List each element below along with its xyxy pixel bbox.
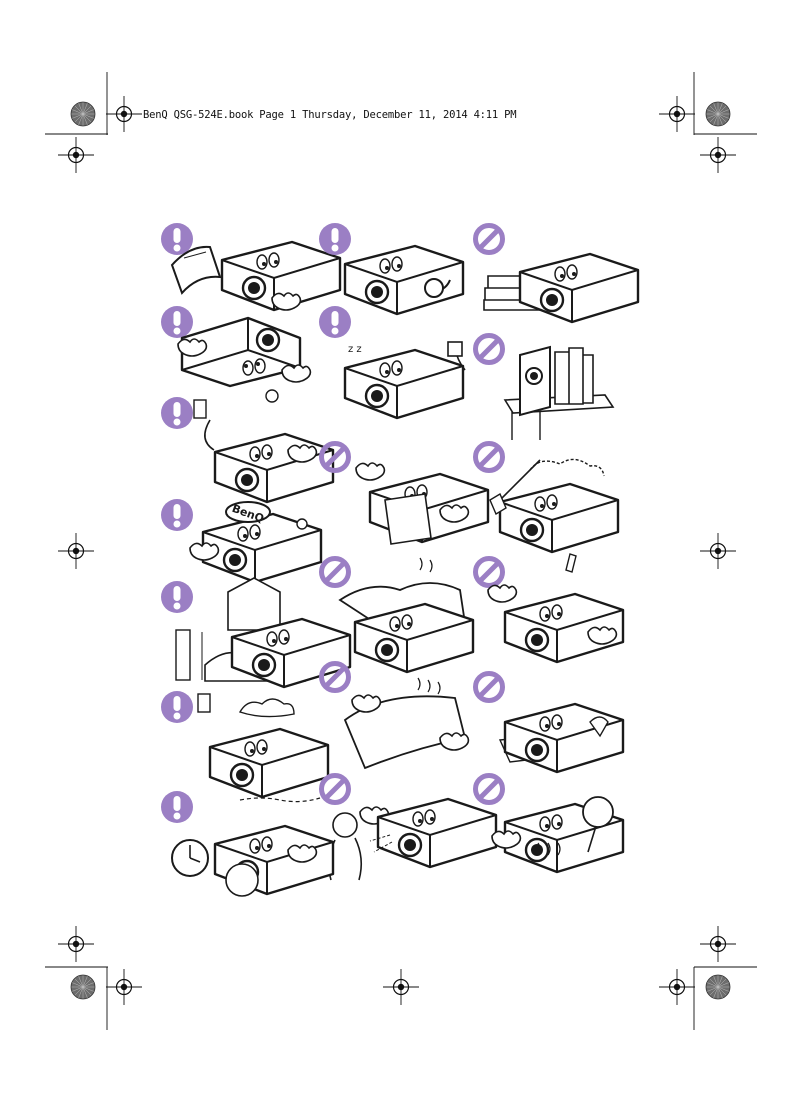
- illustration-projector-pillows: [322, 558, 475, 674]
- illustration-projector-heat: [476, 776, 625, 874]
- illustration-projector-beam-eyes: [322, 776, 498, 881]
- illustration-projector-adapter: z z: [319, 306, 466, 420]
- illustration-projector-cable: [319, 223, 465, 316]
- illustration-projector-on-books: [476, 226, 640, 324]
- illustration-projector-unplug: [161, 397, 335, 504]
- illustration-projector-spill: [476, 553, 625, 664]
- illustration-projector-altitude: [161, 577, 352, 689]
- book-info-header: BenQ QSG-524E.book Page 1 Thursday, Dece…: [143, 109, 517, 121]
- svg-text:z z: z z: [348, 344, 362, 355]
- registration-marks: [57, 95, 737, 1006]
- illustration-projector-plate: [476, 674, 625, 774]
- illustration-projector-on-box: [322, 444, 490, 545]
- illustration-projector-cloud: [161, 691, 330, 803]
- illustration-projector-on-shelf: [476, 336, 615, 440]
- illustration-projector-cloth: [322, 664, 470, 770]
- crop-marks: [45, 72, 757, 1030]
- illustration-projector-manual: [161, 223, 342, 312]
- illustration-projector-clock: [161, 791, 335, 897]
- illustration-projector-upside-down: [161, 306, 312, 403]
- illustration-projector-benq-cap: BenQ: [161, 499, 323, 584]
- illustration-projector-dust: [476, 444, 620, 554]
